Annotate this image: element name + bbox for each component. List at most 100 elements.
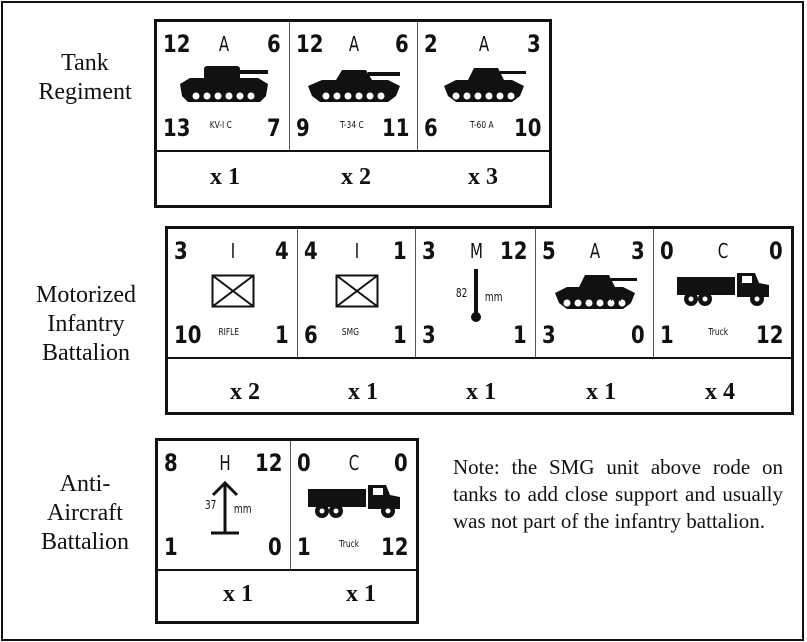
label-line: Infantry <box>47 311 125 337</box>
mortar-icon <box>471 269 481 322</box>
counter-type-letter: A <box>348 32 360 56</box>
label-line: Regiment <box>38 79 132 105</box>
quantity-label: x 4 <box>705 379 735 405</box>
counter-attack-value: 3 <box>422 237 436 265</box>
quantity-label: x 1 <box>466 379 496 405</box>
counter-caliber: 45 <box>574 286 587 300</box>
counter-armor-value: 10 <box>174 321 202 349</box>
counter-move-value: 0 <box>268 533 282 561</box>
aa-gun-icon <box>210 480 239 535</box>
counter-armor-value: 3 <box>542 321 556 349</box>
counter-move-value: 12 <box>380 533 408 561</box>
counter-unit-name: T-60 A <box>469 120 494 131</box>
counter-armor-value: 9 <box>296 114 310 142</box>
quantity-label: x 1 <box>210 164 240 190</box>
counter-row: 12 A 6 13 7 KV-I C 12 A 6 9 11 T-34 C 2 A 3 6 10 T-60 A <box>157 22 549 152</box>
note-text: Note: the SMG unit above rode on tanks t… <box>453 455 783 533</box>
unit-counter: 5 A 3 3 0 45 mm <box>536 229 654 357</box>
counter-defense-value: 4 <box>275 237 289 265</box>
counter-attack-value: 12 <box>163 30 191 58</box>
counter-attack-value: 8 <box>164 449 178 477</box>
counter-armor-value: 1 <box>660 321 674 349</box>
counter-defense-value: 6 <box>395 30 409 58</box>
quantity-label: x 1 <box>223 581 253 607</box>
counter-type-letter: M <box>470 239 483 263</box>
counter-defense-value: 0 <box>394 449 408 477</box>
light-tank-icon <box>443 68 526 102</box>
infantry-symbol-icon <box>335 274 379 308</box>
truck-icon <box>307 485 400 518</box>
counter-caliber-unit: mm <box>484 290 503 304</box>
counter-move-value: 10 <box>513 114 541 142</box>
quantity-label: x 2 <box>230 379 260 405</box>
counter-attack-value: 2 <box>424 30 438 58</box>
counter-armor-value: 1 <box>164 533 178 561</box>
unit-counter: 2 A 3 6 10 T-60 A <box>418 22 549 150</box>
counter-armor-value: 6 <box>424 114 438 142</box>
counter-defense-value: 3 <box>527 30 541 58</box>
tank-regiment-label: Tank Regiment <box>30 49 140 107</box>
infantry-symbol-icon <box>211 274 255 308</box>
counter-defense-value: 1 <box>393 237 407 265</box>
counter-unit-name: RIFLE <box>218 327 240 338</box>
counter-attack-value: 3 <box>174 237 188 265</box>
medium-tank-icon <box>308 70 400 102</box>
counter-type-letter: H <box>218 451 231 475</box>
truck-icon <box>676 273 769 306</box>
counter-type-letter: A <box>478 32 489 56</box>
counter-caliber-unit: mm <box>233 502 251 516</box>
label-line: Aircraft <box>47 500 123 526</box>
counter-type-letter: C <box>348 451 359 475</box>
counter-move-value: 7 <box>267 114 281 142</box>
label-line: Motorized <box>36 282 136 308</box>
counter-move-value: 0 <box>631 321 645 349</box>
unit-counter: 0 C 0 1 12 Truck <box>654 229 791 357</box>
motorized-infantry-label: Motorized Infantry Battalion <box>20 281 152 368</box>
counter-type-letter: C <box>717 239 728 263</box>
counter-move-value: 12 <box>755 321 783 349</box>
unit-counter: 3 I 4 10 1 RIFLE <box>168 229 298 357</box>
label-line: Battalion <box>42 340 130 366</box>
counter-armor-value: 3 <box>422 321 436 349</box>
label-line: Anti- <box>59 471 111 497</box>
counter-move-value: 11 <box>381 114 409 142</box>
heavy-tank-icon <box>179 66 268 102</box>
counter-move-value: 1 <box>275 321 289 349</box>
counter-type-letter: I <box>230 239 236 263</box>
counter-attack-value: 12 <box>296 30 324 58</box>
counter-armor-value: 13 <box>163 114 191 142</box>
counter-move-value: 1 <box>393 321 407 349</box>
counter-unit-name: Truck <box>707 327 728 338</box>
counter-defense-value: 6 <box>267 30 281 58</box>
tank-regiment-box: 12 A 6 13 7 KV-I C 12 A 6 9 11 T-34 C 2 A 3 6 10 T-60 A x… <box>154 19 552 208</box>
counter-caliber: 37 <box>204 498 216 512</box>
counter-caliber: 82 <box>455 286 468 300</box>
quantity-label: x 3 <box>468 164 498 190</box>
counter-type-letter: A <box>589 239 601 263</box>
unit-counter: 12 A 6 9 11 T-34 C <box>290 22 418 150</box>
anti-aircraft-label: Anti- Aircraft Battalion <box>30 470 140 557</box>
counter-type-letter: A <box>218 32 229 56</box>
counter-caliber-unit: mm <box>603 290 622 304</box>
counter-armor-value: 1 <box>297 533 311 561</box>
counter-armor-value: 6 <box>304 321 318 349</box>
counter-defense-value: 3 <box>631 237 645 265</box>
counter-defense-value: 12 <box>499 237 527 265</box>
counter-unit-name: T-34 C <box>339 120 364 131</box>
quantity-label: x 1 <box>346 581 376 607</box>
counter-defense-value: 0 <box>769 237 783 265</box>
label-line: Tank <box>61 50 109 76</box>
counter-unit-name: SMG <box>341 327 359 338</box>
counter-unit-name: KV-I C <box>209 120 232 131</box>
counter-unit-name: Truck <box>338 539 359 550</box>
counter-attack-value: 0 <box>660 237 674 265</box>
counter-attack-value: 5 <box>542 237 556 265</box>
